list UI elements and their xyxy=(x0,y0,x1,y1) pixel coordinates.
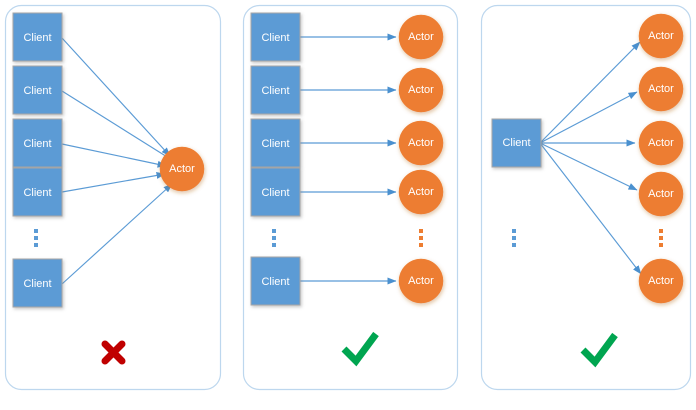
client-node[interactable]: Client xyxy=(250,65,301,115)
actor-ellipsis-icon xyxy=(419,229,423,247)
client-node[interactable]: Client xyxy=(12,65,63,115)
actor-ellipsis-icon xyxy=(659,229,663,247)
panel-many-clients-one-actor: Client Client Client Client Client Actor xyxy=(4,4,222,391)
actor-node[interactable]: Actor xyxy=(638,258,684,304)
connector-arrow xyxy=(539,142,638,191)
connector-arrow xyxy=(61,90,173,161)
connector-arrow xyxy=(61,172,166,193)
connector-arrow xyxy=(61,143,167,168)
connector-arrow xyxy=(539,91,638,144)
actor-node[interactable]: Actor xyxy=(159,146,205,192)
actor-node[interactable]: Actor xyxy=(638,171,684,217)
verdict-check-icon xyxy=(580,332,618,368)
client-ellipsis-icon xyxy=(272,229,276,247)
client-ellipsis-icon xyxy=(512,229,516,247)
client-ellipsis-icon xyxy=(34,229,38,247)
connector-arrow xyxy=(61,37,171,157)
connector-group xyxy=(61,37,173,285)
actor-node[interactable]: Actor xyxy=(398,169,444,215)
client-node[interactable]: Client xyxy=(250,167,301,217)
connector-arrow xyxy=(61,183,173,285)
actor-node[interactable]: Actor xyxy=(638,13,684,59)
client-node[interactable]: Client xyxy=(12,12,63,62)
actor-node[interactable]: Actor xyxy=(398,258,444,304)
client-node[interactable]: Client xyxy=(12,167,63,217)
client-node[interactable]: Client xyxy=(250,12,301,62)
actor-node[interactable]: Actor xyxy=(638,66,684,112)
connector-arrow xyxy=(539,41,641,144)
panel-one-to-one: Client Client Client Client Client Actor xyxy=(242,4,459,391)
client-node[interactable]: Client xyxy=(12,258,63,308)
client-node[interactable]: Client xyxy=(250,256,301,306)
actor-node[interactable]: Actor xyxy=(398,67,444,113)
actor-node[interactable]: Actor xyxy=(398,14,444,60)
actor-node[interactable]: Actor xyxy=(398,120,444,166)
panel-one-client-many-actors: Client Actor Actor Actor Actor xyxy=(480,4,692,391)
actor-node[interactable]: Actor xyxy=(638,120,684,166)
connector-group xyxy=(539,41,642,275)
panel-frame xyxy=(480,4,692,391)
client-node[interactable]: Client xyxy=(491,118,542,168)
client-node[interactable]: Client xyxy=(12,118,63,168)
verdict-cross-icon xyxy=(101,340,126,365)
client-node[interactable]: Client xyxy=(250,118,301,168)
connector-group xyxy=(300,33,397,285)
verdict-check-icon xyxy=(341,331,379,367)
connector-arrow xyxy=(539,142,642,275)
